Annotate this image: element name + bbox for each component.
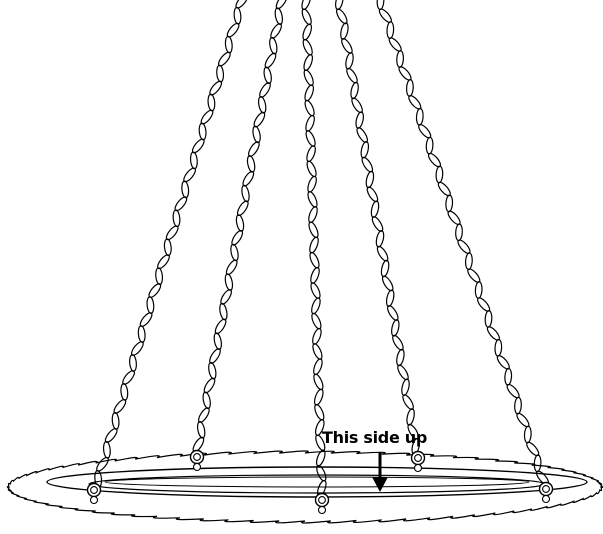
chain-far-right [376, 0, 550, 486]
down-arrow-icon [372, 452, 388, 492]
chain-back-left [192, 0, 288, 453]
eyelet-back-left [189, 449, 205, 472]
ring-outer-rim [6, 450, 603, 524]
chain-front [301, 0, 327, 497]
eyelet-front [314, 492, 330, 515]
this-side-up-label: This side up [322, 428, 428, 447]
eyelet-far-right [538, 481, 554, 504]
ring-inner-ellipse-2 [104, 476, 530, 488]
chain-back-right [335, 0, 420, 456]
ring-eyelets [86, 449, 554, 515]
chains [94, 0, 550, 497]
eyelet-far-left [86, 482, 102, 505]
eyelet-back-right [410, 450, 426, 473]
chain-far-left [94, 0, 249, 488]
ring-inner-ellipse [88, 474, 546, 494]
